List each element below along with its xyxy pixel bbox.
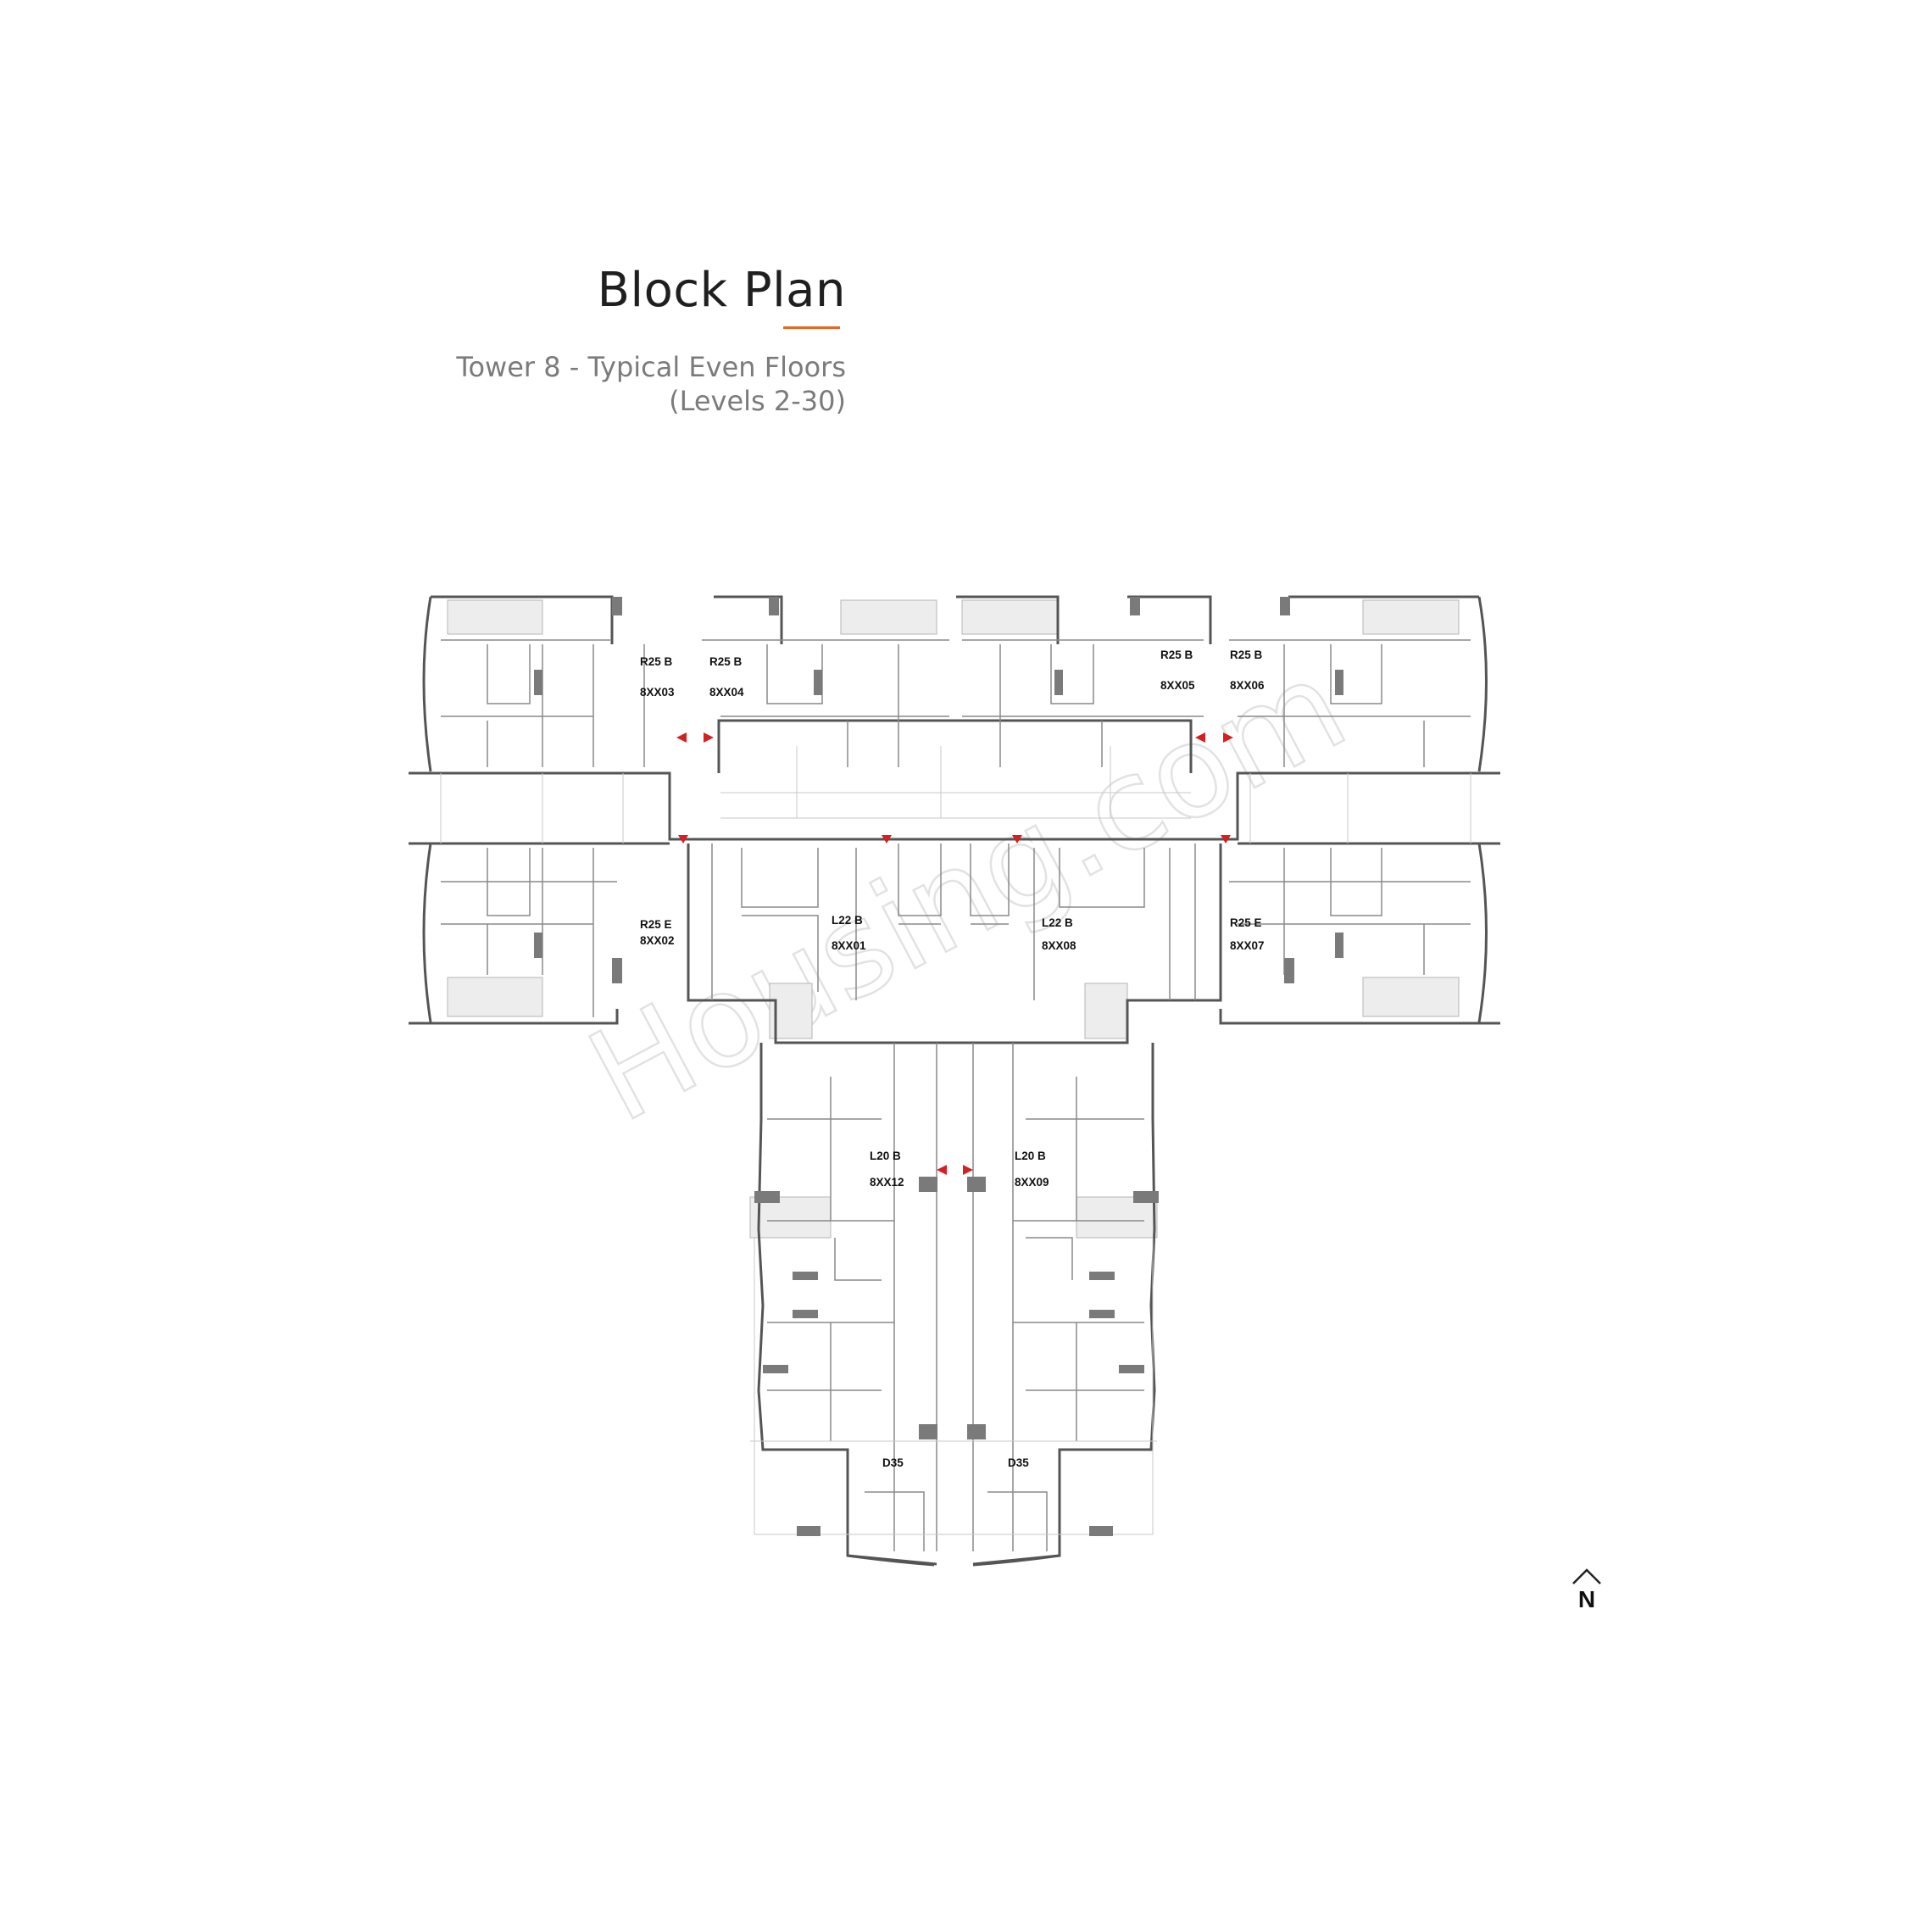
unit-8XX03: R25 B 8XX03 <box>640 655 675 699</box>
unit-number: 8XX08 <box>1042 939 1076 952</box>
unit-8XX08: L22 B 8XX08 <box>1042 916 1076 952</box>
unit-8XX12: L20 B 8XX12 <box>870 1150 904 1189</box>
unit-8XX04: R25 B 8XX04 <box>709 655 744 699</box>
entry-marker-8XX06 <box>1223 732 1233 743</box>
entry-marker-8XX08 <box>1012 835 1022 844</box>
page-title: Block Plan <box>597 263 846 318</box>
unit-number: 8XX06 <box>1230 679 1265 692</box>
columns <box>534 597 1343 1536</box>
unit-8XX01: L22 B 8XX01 <box>832 914 866 952</box>
unit-d35-west: D35 <box>882 1456 904 1469</box>
unit-type: R25 B <box>1230 649 1263 661</box>
subtitle-line-1: Tower 8 - Typical Even Floors <box>456 351 846 383</box>
structural-grid <box>440 746 1471 1535</box>
entry-marker-8XX02 <box>678 835 688 844</box>
unit-type: D35 <box>882 1456 904 1469</box>
entry-marker-8XX04 <box>704 732 714 743</box>
unit-8XX07: R25 E 8XX07 <box>1230 916 1265 952</box>
unit-type: R25 B <box>1160 649 1193 661</box>
north-arrow: N <box>1572 1568 1601 1612</box>
unit-number: 8XX07 <box>1230 939 1265 952</box>
north-arrow-icon <box>1572 1568 1601 1584</box>
unit-number: 8XX04 <box>709 686 744 699</box>
unit-type: D35 <box>1008 1456 1029 1469</box>
unit-labels: R25 B 8XX03 R25 B 8XX04 R25 B 8XX05 R25 … <box>640 649 1265 1469</box>
unit-number: 8XX03 <box>640 686 675 699</box>
unit-8XX06: R25 B 8XX06 <box>1230 649 1265 692</box>
entry-markers <box>676 732 1233 1175</box>
page-subtitle: Tower 8 - Typical Even Floors (Levels 2-… <box>456 350 846 418</box>
unit-8XX09: L20 B 8XX09 <box>1015 1150 1049 1189</box>
entry-marker-8XX07 <box>1221 835 1231 844</box>
subtitle-line-2: (Levels 2-30) <box>669 385 846 417</box>
unit-number: 8XX09 <box>1015 1176 1049 1189</box>
interior-partitions <box>441 639 1471 1551</box>
unit-number: 8XX02 <box>640 934 675 947</box>
entry-marker-8XX05 <box>1195 732 1205 743</box>
unit-type: L22 B <box>832 914 863 927</box>
unit-type: L22 B <box>1042 916 1073 929</box>
entry-marker-8XX12 <box>937 1165 947 1175</box>
unit-type: R25 E <box>1230 916 1262 929</box>
unit-type: R25 E <box>640 918 672 931</box>
unit-type: L20 B <box>1015 1150 1046 1162</box>
entry-marker-8XX01 <box>882 835 892 844</box>
entry-marker-8XX03 <box>676 732 687 743</box>
north-label: N <box>1578 1586 1595 1612</box>
unit-8XX05: R25 B 8XX05 <box>1160 649 1195 692</box>
title-underline <box>783 326 840 329</box>
unit-type: L20 B <box>870 1150 901 1162</box>
unit-number: 8XX05 <box>1160 679 1195 692</box>
unit-d35-east: D35 <box>1008 1456 1029 1469</box>
entry-marker-8XX09 <box>963 1165 973 1175</box>
unit-8XX02: R25 E 8XX02 <box>640 918 675 947</box>
unit-number: 8XX12 <box>870 1176 904 1189</box>
unit-type: R25 B <box>709 655 743 668</box>
unit-type: R25 B <box>640 655 673 668</box>
unit-number: 8XX01 <box>832 939 866 952</box>
